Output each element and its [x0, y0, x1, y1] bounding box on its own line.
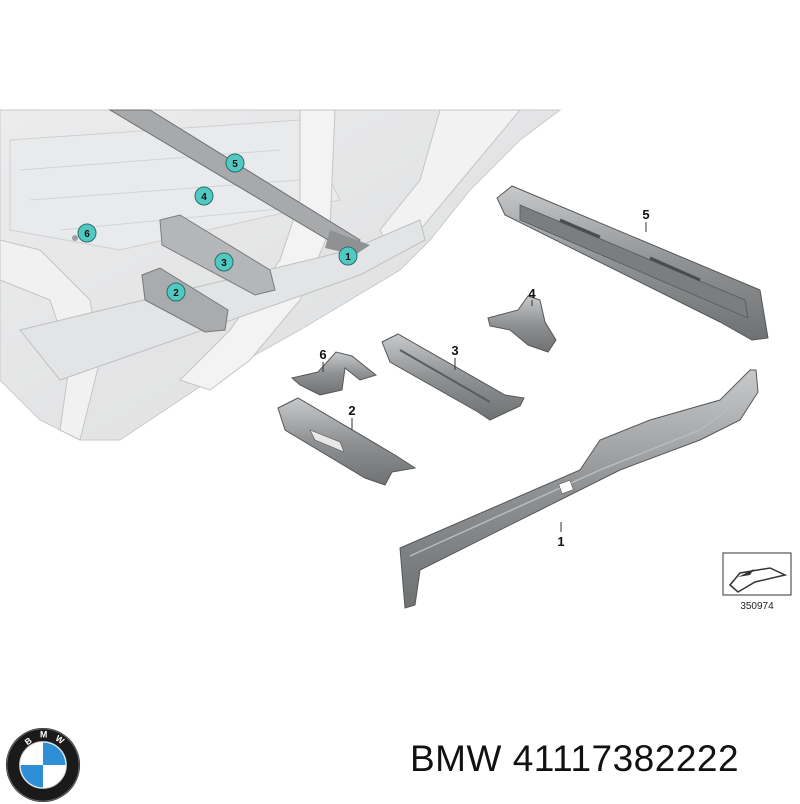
part-label-3: 3	[451, 343, 458, 358]
reference-box: 350974	[722, 552, 792, 612]
part-label-6: 6	[319, 347, 326, 362]
svg-text:3: 3	[221, 258, 227, 269]
brand-part-number: BMW 41117382222	[410, 738, 740, 779]
part-3: 3	[381, 333, 525, 421]
callout-5: 5	[225, 153, 245, 173]
svg-text:B: B	[23, 735, 34, 747]
svg-text:1: 1	[345, 252, 351, 263]
callout-2: 2	[166, 282, 186, 302]
callout-4: 4	[194, 186, 214, 206]
part-label-1: 1	[557, 534, 564, 549]
callout-3: 3	[214, 252, 234, 272]
part-2: 2	[277, 397, 417, 486]
callout-6: 6	[77, 223, 97, 243]
callout-1: 1	[338, 246, 358, 266]
reference-code: 350974	[740, 601, 774, 612]
part-label-4: 4	[528, 286, 536, 301]
part-label-5: 5	[642, 207, 649, 222]
svg-text:4: 4	[201, 192, 207, 203]
svg-text:6: 6	[84, 229, 90, 240]
car-body-illustration	[0, 109, 562, 441]
svg-text:M: M	[40, 730, 47, 740]
part-4: 4	[487, 286, 557, 353]
part-6: 6	[290, 347, 378, 396]
part-5: 5	[496, 185, 769, 341]
callouts: 5 4 6 3 2 1	[77, 153, 358, 302]
bmw-logo-icon: B M W	[5, 727, 81, 803]
part-1: 1	[399, 369, 759, 609]
svg-text:2: 2	[173, 288, 179, 299]
svg-text:5: 5	[232, 159, 238, 170]
part-label-2: 2	[348, 403, 355, 418]
